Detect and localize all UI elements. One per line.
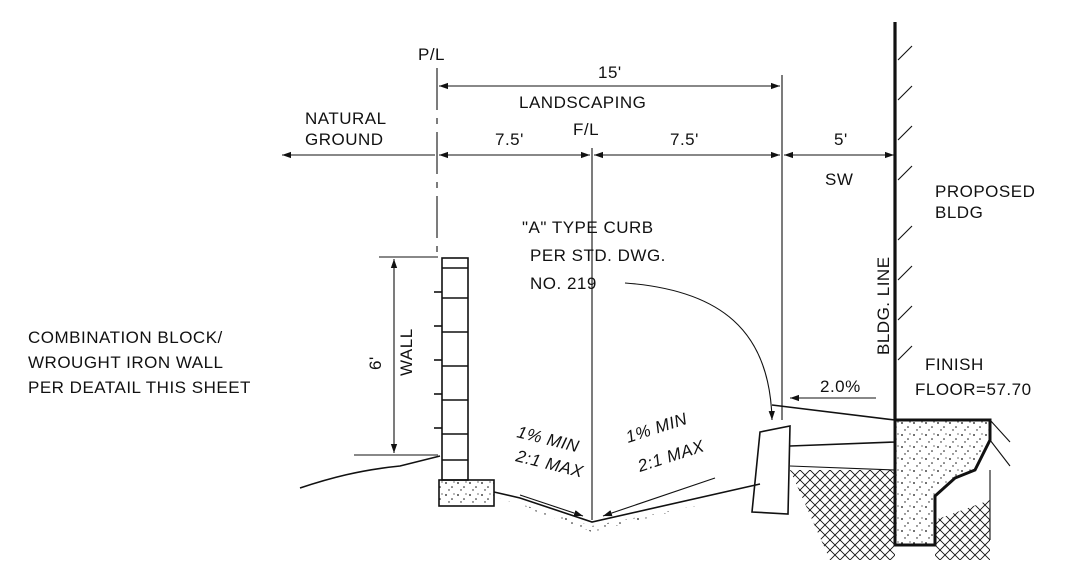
wall-height-label: 6' — [366, 356, 385, 370]
sidewalk-width-label: 5' — [834, 130, 848, 149]
right-slope-arrow — [602, 477, 716, 517]
left-slope-arrow — [519, 494, 584, 517]
right-half-label: 7.5' — [670, 130, 699, 149]
wall-note-line-2: WROUGHT IRON WALL — [28, 353, 224, 372]
curb-note-line-2: PER STD. DWG. — [530, 246, 666, 265]
building-wall — [893, 22, 1011, 547]
bldg-line-label: BLDG. LINE — [874, 256, 893, 355]
compacted-soil — [790, 470, 990, 560]
sidewalk-label: SW — [825, 170, 853, 189]
curb-note-line-1: "A" TYPE CURB — [522, 218, 654, 237]
wall-note-line-3: PER DEATAIL THIS SHEET — [28, 378, 251, 397]
wall-height-dimension — [354, 256, 438, 456]
proposed-bldg-label-1: PROPOSED — [935, 182, 1035, 201]
wall-note-line-1: COMBINATION BLOCK/ — [28, 328, 223, 347]
type-a-curb — [751, 425, 791, 515]
sidewalk-slope-label: 2.0% — [820, 377, 861, 396]
flow-line-label: F/L — [573, 120, 599, 139]
left-half-label: 7.5' — [495, 130, 524, 149]
curb-leader — [624, 282, 775, 421]
landscaping-label: LANDSCAPING — [519, 93, 646, 112]
property-line-label: P/L — [418, 45, 445, 64]
right-slope-label-2: 2:1 MAX — [634, 436, 706, 476]
natural-ground-label-1: NATURAL — [305, 109, 387, 128]
dim-15ft-label: 15' — [598, 63, 622, 82]
finish-floor-label-1: FINISH — [925, 355, 984, 374]
combination-wall — [434, 257, 495, 507]
ground-profile — [299, 455, 761, 532]
finish-floor-label-2: FLOOR=57.70 — [915, 380, 1032, 399]
right-slope-label-1: 1% MIN — [623, 409, 689, 447]
natural-ground-label-2: GROUND — [305, 130, 384, 149]
wall-label: WALL — [397, 328, 416, 376]
curb-note-line-3: NO. 219 — [530, 274, 597, 293]
proposed-bldg-label-2: BLDG — [935, 203, 983, 222]
